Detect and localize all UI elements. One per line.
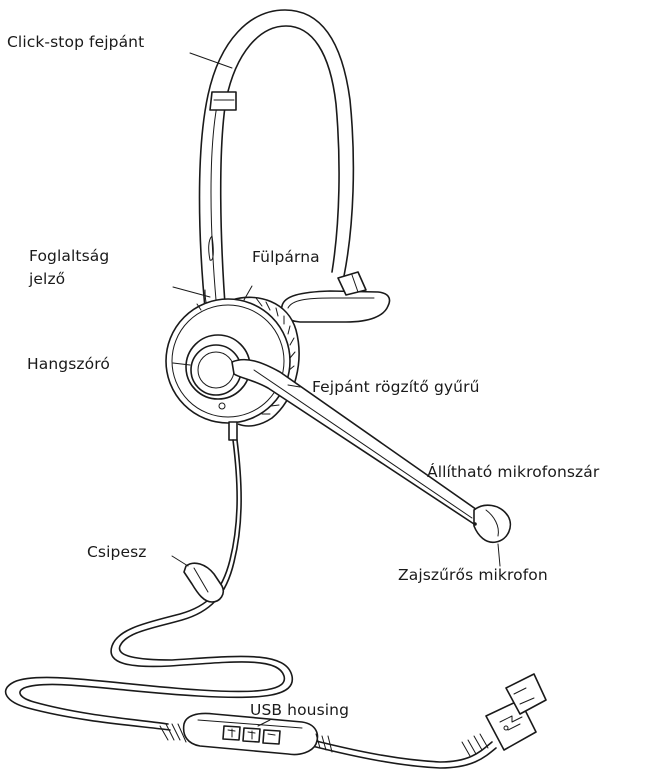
mic-boom-label: Állítható mikrofonszár [427,462,599,482]
clip-label: Csipesz [87,542,147,562]
headband-drawing [200,10,354,318]
busy-light-label-line2: jelző [29,269,65,289]
busy-light-label-line1: Foglaltság [29,246,109,266]
usb-plug-drawing [462,674,546,756]
headband-ring-label: Fejpánt rögzítő gyűrű [312,377,480,397]
noise-mic-label: Zajszűrős mikrofon [398,565,548,585]
speaker-label: Hangszóró [27,354,110,374]
usb-housing-label: USB housing [250,700,349,720]
headband-pad-drawing [282,272,390,322]
ear-cushion-label: Fülpárna [252,247,320,267]
headband-label: Click-stop fejpánt [7,32,144,52]
